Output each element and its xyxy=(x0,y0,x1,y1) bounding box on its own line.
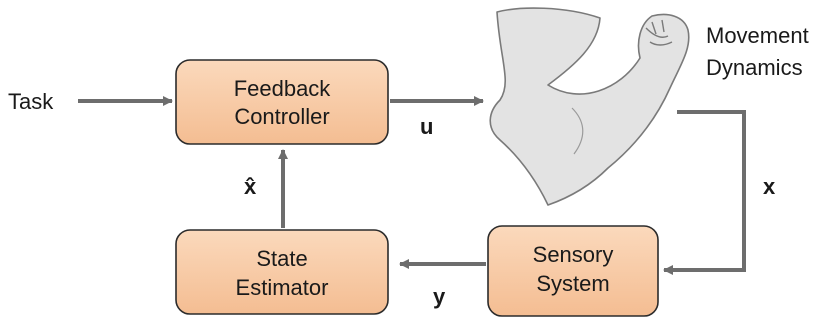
signal-x-label: x xyxy=(763,174,776,199)
state-estimator-label-line1: State xyxy=(256,246,307,271)
movement-dynamics-label-line1: Movement xyxy=(706,23,809,48)
feedback-controller-label-line2: Controller xyxy=(234,104,329,129)
feedback-controller-box xyxy=(175,59,389,145)
state-arrow xyxy=(663,110,746,275)
feedback-controller-label-line1: Feedback xyxy=(234,76,332,101)
feedback-controller-block: Feedback Controller xyxy=(175,59,389,145)
arm-illustration xyxy=(489,7,690,206)
sensory-system-block: Sensory System xyxy=(487,225,659,317)
connectors xyxy=(78,96,746,275)
state-estimator-box xyxy=(175,229,389,315)
movement-dynamics-label-line2: Dynamics xyxy=(706,55,803,80)
signal-x-hat-label: x̂ xyxy=(244,174,257,199)
sensory-system-label-line1: Sensory xyxy=(533,242,614,267)
signal-u-label: u xyxy=(420,114,433,139)
task-label: Task xyxy=(8,89,54,114)
sensory-system-box xyxy=(487,225,659,317)
state-estimator-label-line2: Estimator xyxy=(236,275,329,300)
sensory-system-label-line2: System xyxy=(536,271,609,296)
state-estimator-block: State Estimator xyxy=(175,229,389,315)
signal-y-label: y xyxy=(433,284,446,309)
